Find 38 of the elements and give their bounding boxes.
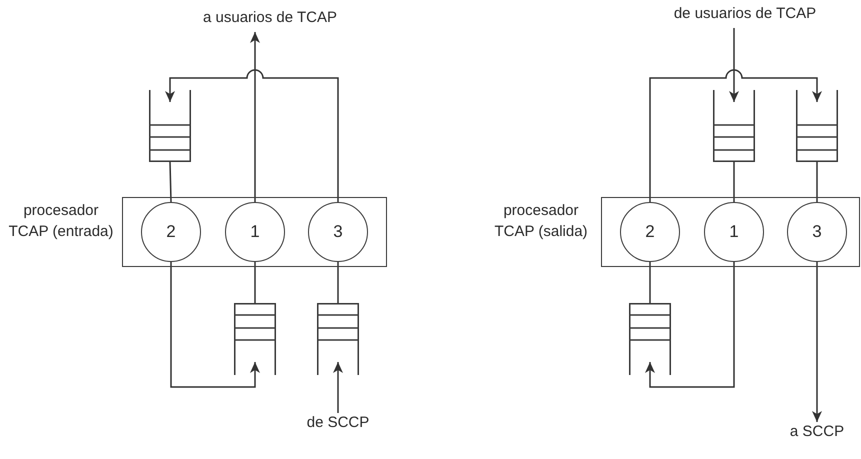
arrow bbox=[649, 69, 822, 202]
arrow bbox=[812, 262, 822, 422]
process-circle bbox=[704, 202, 764, 262]
endpoint-label: a usuarios de TCAP bbox=[190, 8, 350, 32]
queue-symbol bbox=[234, 303, 276, 375]
process-circle bbox=[308, 202, 368, 262]
connector-line bbox=[733, 162, 735, 202]
endpoint-label: a SCCP bbox=[780, 422, 854, 446]
process-number: 3 bbox=[812, 222, 822, 242]
process-circle bbox=[141, 202, 201, 262]
process-number: 2 bbox=[166, 222, 176, 242]
queue-symbol bbox=[629, 303, 671, 375]
process-circle bbox=[620, 202, 680, 262]
process-number: 2 bbox=[645, 222, 655, 242]
process-number: 1 bbox=[729, 222, 739, 242]
process-circle bbox=[787, 202, 847, 262]
queue-symbol bbox=[149, 90, 191, 162]
queue-symbol bbox=[317, 303, 359, 375]
queue-symbol bbox=[796, 90, 838, 162]
processor-label: procesador TCAP (entrada) bbox=[8, 201, 114, 242]
connector-line bbox=[254, 262, 256, 303]
arrow bbox=[645, 262, 735, 388]
arrow bbox=[250, 32, 260, 202]
connector-line bbox=[816, 162, 818, 202]
process-number: 3 bbox=[333, 222, 343, 242]
arrow bbox=[170, 262, 260, 388]
connector-line bbox=[169, 162, 172, 202]
queue-symbol bbox=[713, 90, 755, 162]
arrow bbox=[333, 362, 343, 413]
processor-label: procesador TCAP (salida) bbox=[493, 201, 589, 242]
endpoint-label: de usuarios de TCAP bbox=[660, 4, 830, 28]
process-circle bbox=[225, 202, 285, 262]
connector-line bbox=[337, 262, 339, 303]
connector-line bbox=[649, 262, 651, 303]
arrow bbox=[165, 69, 339, 202]
endpoint-label: de SCCP bbox=[293, 413, 383, 437]
arrow bbox=[729, 28, 739, 102]
process-number: 1 bbox=[250, 222, 260, 242]
